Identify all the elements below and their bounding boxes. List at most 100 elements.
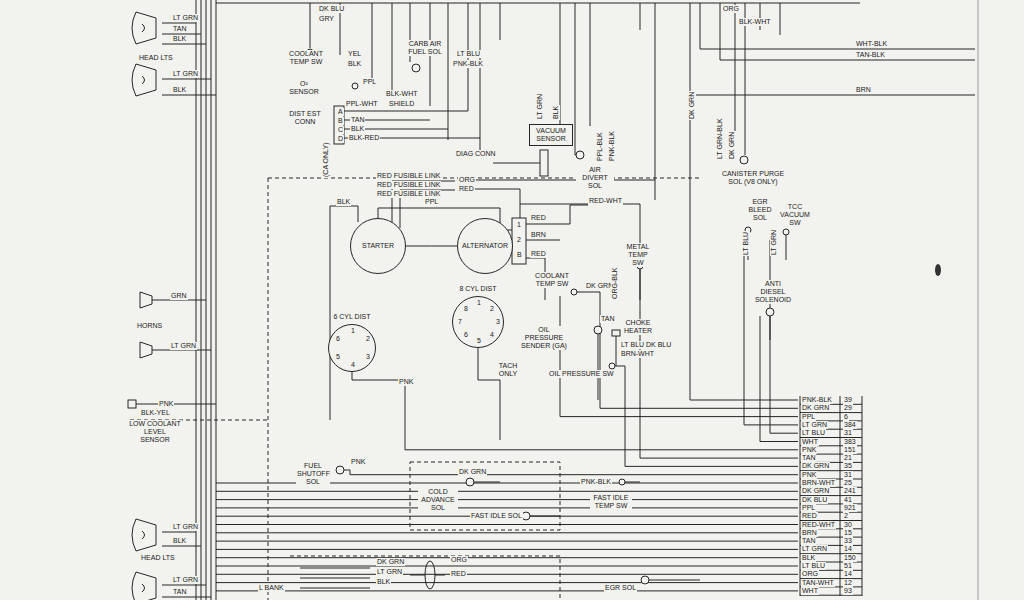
wire-label: BLK — [336, 198, 351, 206]
wire-label: CARB AIR FUEL SOL — [406, 40, 444, 56]
circle-outline — [458, 219, 513, 274]
table-rule — [800, 396, 862, 596]
connector-symbol — [128, 400, 136, 408]
connector-symbol — [540, 150, 548, 176]
wire — [216, 507, 798, 508]
sensor-symbol — [609, 363, 615, 369]
wire-label: DK GRN — [728, 131, 736, 160]
wire-label: HEAD LTS — [140, 554, 176, 562]
pin-number: 21 — [843, 454, 853, 462]
pin-number: 4 — [489, 331, 495, 339]
scan-edge — [935, 264, 941, 276]
pin-number: 921 — [843, 504, 857, 512]
wire — [216, 582, 798, 583]
wire-label: LT GRN — [170, 342, 197, 350]
wire-label: FAST IDLE SOL — [470, 512, 523, 520]
sensor-symbol — [740, 156, 748, 164]
wire — [300, 52, 576, 163]
sensor-symbol — [352, 83, 358, 89]
sensor-symbol — [766, 308, 774, 316]
scan-edge — [978, 0, 979, 600]
wire — [216, 574, 798, 575]
wire-label: LT GRN-BLK — [716, 117, 724, 160]
wire — [405, 380, 798, 450]
wire — [690, 49, 975, 95]
wire-label: RED FUSIBLE LINK — [376, 190, 441, 198]
wire-label: BLK-WHT — [738, 18, 772, 26]
pin-number: 39 — [843, 396, 853, 404]
wire-label: BLK — [552, 105, 560, 120]
wire — [136, 300, 216, 404]
wire-label: YEL — [347, 50, 362, 58]
wire-label: DK BLU — [318, 5, 345, 13]
pin-number: 2 — [489, 305, 495, 313]
wire-label: TAN — [600, 315, 615, 323]
wire — [216, 524, 798, 525]
wire-label: O² SENSOR — [288, 80, 320, 96]
wire-label: DK BLU — [801, 496, 828, 504]
pin-number: 31 — [843, 471, 853, 479]
wire-label: DK GRN — [801, 487, 830, 495]
wire — [216, 95, 798, 591]
wire-label: TACH ONLY — [496, 362, 520, 378]
wire-label: PNK — [158, 400, 174, 408]
wire-label: PNK — [398, 378, 414, 386]
wire-label: BLK — [172, 35, 187, 43]
circle-outline — [453, 297, 504, 348]
wire — [216, 499, 798, 500]
wire-label: LT GRN — [770, 229, 778, 256]
wire-label: PPL — [801, 413, 816, 421]
wire-label: CANISTER PURGE SOL (V8 ONLY) — [720, 170, 786, 186]
sensor-symbol — [412, 64, 420, 72]
wire-label: BRN-WHT — [620, 350, 655, 358]
sensor-symbol — [307, 49, 789, 584]
wire-label: RED — [801, 512, 818, 520]
wire — [625, 366, 798, 466]
sensor-symbol — [522, 512, 530, 520]
sensor-symbol — [336, 466, 344, 474]
wire-label: BRN — [801, 529, 818, 537]
wire-label: DK GRN — [458, 468, 487, 476]
wire-label: BRN — [530, 231, 547, 239]
wire-label: BLK-WHT — [385, 90, 419, 98]
wire-label: TAN — [801, 537, 816, 545]
wire-label: LT BLU — [620, 341, 645, 349]
wire-label: RED — [458, 185, 475, 193]
pin-number: 25 — [843, 479, 853, 487]
pin-number: 2 — [843, 512, 849, 520]
pin-number: 14 — [843, 545, 853, 553]
wire-label: DK GRN — [801, 404, 830, 412]
wire-label: GRN — [170, 292, 188, 300]
connector-symbol — [512, 218, 526, 264]
wire-label: DK BLU — [645, 341, 672, 349]
pin-number: 3 — [365, 353, 371, 361]
pin-number: 51 — [843, 562, 853, 570]
sensor-symbol — [783, 229, 789, 235]
wire-label: RED FUSIBLE LINK — [376, 172, 441, 180]
pin-number: 5 — [335, 353, 341, 361]
wire-label: LT BLU — [801, 562, 826, 570]
wire — [560, 296, 798, 417]
wire-label: DK GRN — [801, 462, 830, 470]
sensor-symbol — [641, 576, 649, 584]
wire — [300, 568, 445, 588]
pin-number: 1 — [516, 221, 522, 229]
wire-label: CHOKE HEATER — [622, 319, 654, 335]
wire-label: ANTI DIESEL SOLENOID — [752, 280, 794, 304]
wire-label: DK GRN — [376, 558, 405, 566]
wire — [640, 282, 798, 458]
wire-label: WHT-BLK — [855, 40, 888, 48]
wire-label: L BANK — [258, 584, 285, 592]
wire-label: LT GRN — [172, 14, 199, 22]
starter-motor: STARTER — [350, 218, 406, 274]
wire-label: LT GRN — [536, 93, 544, 120]
wire-label: COOLANT TEMP SW — [533, 272, 571, 288]
wire — [216, 557, 798, 558]
wire-label: PNK — [350, 458, 366, 466]
wire-label: ORG — [801, 570, 819, 578]
sensor-symbol — [571, 289, 577, 295]
wire-label: B — [337, 117, 344, 125]
sensor-symbol — [594, 326, 602, 334]
pin-number: 14 — [843, 570, 853, 578]
wire-label: ORG — [458, 176, 476, 184]
